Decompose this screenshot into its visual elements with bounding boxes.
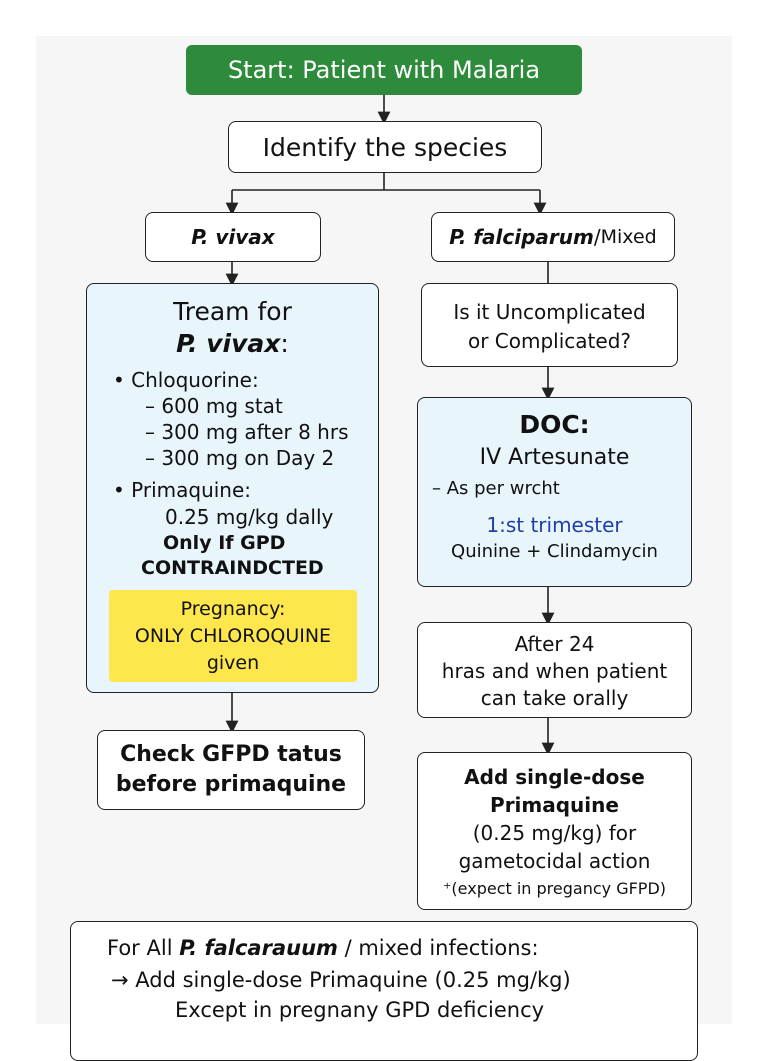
- after-line3: can take orally: [480, 686, 629, 710]
- start-node: Start: Patient with Malaria: [186, 45, 582, 95]
- treatment-title: Tream for P. vivax:: [87, 296, 378, 360]
- question-line1: Is it Uncomplicated: [453, 300, 646, 324]
- after-24h-node: After 24 hras and when patient can take …: [417, 622, 692, 718]
- forall-line2: → Add single-dose Primaquine (0.25 mg/kg…: [111, 968, 571, 992]
- start-label: Start: Patient with Malaria: [227, 56, 541, 84]
- doc-trimester: 1:st trimester: [486, 513, 623, 537]
- dose-3: – 300 mg on Day 2: [145, 446, 335, 470]
- add-line4: gametocidal action: [458, 849, 651, 873]
- falciparum-slash: /: [593, 225, 601, 249]
- forall-line3: Except in pregnany GPD deficiency: [175, 998, 545, 1022]
- pregnancy-line1: Pregnancy:: [180, 598, 286, 620]
- treatment-title-colon: :: [280, 329, 289, 358]
- check-g6pd-node: Check GFPD tatus before primaquine: [97, 730, 365, 810]
- vivax-label: P. vivax: [191, 225, 275, 249]
- identify-species-node: Identify the species: [228, 121, 542, 173]
- after-line1: After 24: [514, 632, 595, 656]
- falciparum-species: P. falciparum: [449, 225, 594, 249]
- check-line2: before primaquine: [115, 772, 347, 797]
- dose-2: – 300 mg after 8 hrs: [145, 420, 349, 444]
- add-line3: (0.25 mg/kg) for: [472, 821, 637, 845]
- g6pd-note-line1: Only If GPD: [163, 532, 286, 554]
- forall-species: P. falcarauum: [179, 936, 338, 960]
- doc-title: DOC:: [519, 410, 590, 439]
- vivax-treatment-node: Tream for P. vivax: • Chloquorine: – 600…: [86, 283, 379, 693]
- chloroquine-label: • Chloquorine:: [113, 368, 259, 392]
- forall-line1: For All P. falcarauum / mixed infections…: [107, 936, 697, 960]
- after-line2: hras and when patient: [441, 659, 668, 683]
- all-falciparum-note: For All P. falcarauum / mixed infections…: [70, 921, 698, 1061]
- doc-alternative: Quinine + Clindamycin: [451, 541, 658, 562]
- check-line1: Check GFPD tatus: [120, 742, 342, 767]
- dose-1: – 600 mg stat: [145, 394, 283, 418]
- pregnancy-line3: given: [206, 652, 260, 674]
- vivax-node: P. vivax: [145, 212, 321, 262]
- add-line5: ⁺(expect in pregancy GFPD): [442, 879, 667, 898]
- complication-question-node: Is it Uncomplicated or Complicated?: [421, 283, 678, 367]
- pregnancy-callout: Pregnancy: ONLY CHLOROQUINE given: [109, 590, 357, 682]
- forall-prefix: For All: [107, 936, 180, 960]
- primaquine-dose: 0.25 mg/kg dally: [165, 505, 334, 529]
- add-line2: Primaquine: [490, 793, 619, 817]
- forall-suffix: / mixed infections:: [337, 936, 539, 960]
- falciparum-node: P. falciparum/Mixed: [431, 212, 675, 262]
- primaquine-label: • Primaquine:: [113, 478, 252, 502]
- treatment-title-line2: P. vivax: [176, 329, 281, 358]
- pregnancy-line2: ONLY CHLOROQUINE: [134, 625, 332, 647]
- add-primaquine-node: Add single-dose Primaquine (0.25 mg/kg) …: [417, 752, 692, 910]
- identify-label: Identify the species: [262, 132, 508, 162]
- add-line1: Add single-dose: [464, 765, 645, 789]
- doc-note: – As per wrcht: [432, 478, 560, 499]
- doc-drug: IV Artesunate: [479, 445, 630, 470]
- falciparum-mixed: Mixed: [600, 226, 657, 248]
- g6pd-note-line2: CONTRAINDCTED: [141, 557, 324, 579]
- drug-of-choice-node: DOC: IV Artesunate – As per wrcht 1:st t…: [417, 397, 692, 587]
- question-line2: or Complicated?: [467, 329, 632, 353]
- treatment-title-line1: Tream for: [173, 297, 292, 326]
